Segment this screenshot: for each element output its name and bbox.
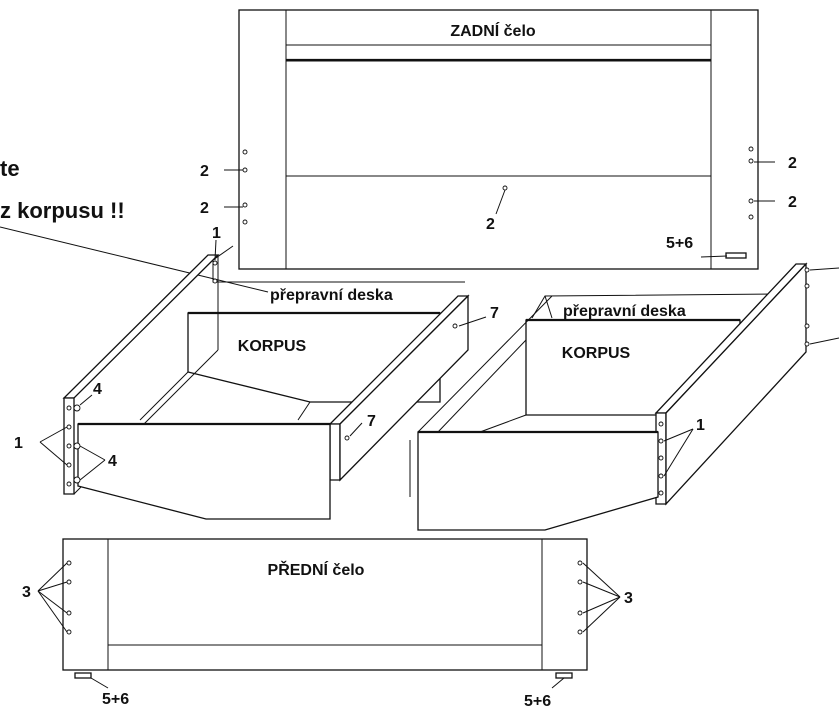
callout-back-left-lower: 2 <box>200 200 209 217</box>
front-panel: PŘEDNÍ čelo <box>62 538 588 679</box>
front-panel-title: PŘEDNÍ čelo <box>268 560 365 579</box>
callout-left-front-right: 7 <box>367 413 376 430</box>
back-panel: ZADNÍ čelo <box>238 9 759 270</box>
callout-numbers: 2 2 2 2 2 5+6 1 1 4 4 7 7 1 3 3 5+6 5+6 <box>14 155 797 710</box>
callout-back-right-upper: 2 <box>788 155 797 172</box>
callout-front-foot-right: 5+6 <box>524 693 551 710</box>
right-drawer-board-label: přepravní deska <box>563 303 686 320</box>
callout-back-foot: 5+6 <box>666 235 693 252</box>
callout-leaders <box>37 161 775 689</box>
callout-front-right: 3 <box>624 590 633 607</box>
left-drawer: KORPUS přepravní deska <box>62 245 470 520</box>
callout-left-hole-upper: 4 <box>93 381 102 398</box>
callout-front-left: 3 <box>22 584 31 601</box>
left-drawer-board-label: přepravní deska <box>270 287 393 304</box>
callout-back-center: 2 <box>486 216 495 233</box>
callout-right-front: 1 <box>696 417 705 434</box>
right-drawer: KORPUS přepravní deska <box>409 262 839 531</box>
callout-back-right-lower: 2 <box>788 194 797 211</box>
right-drawer-title: KORPUS <box>562 345 631 362</box>
callout-left-side: 1 <box>14 435 23 452</box>
callout-left-top: 1 <box>212 225 221 242</box>
warning-line-2: z korpusu !! <box>0 198 125 223</box>
warning-line-1: te <box>0 156 20 181</box>
back-panel-title: ZADNÍ čelo <box>450 21 536 40</box>
callout-front-foot-left: 5+6 <box>102 691 129 708</box>
callout-left-hole-lower: 4 <box>108 453 117 470</box>
callout-left-rear-right: 7 <box>490 305 499 322</box>
left-drawer-title: KORPUS <box>238 338 307 355</box>
callout-back-left-upper: 2 <box>200 163 209 180</box>
